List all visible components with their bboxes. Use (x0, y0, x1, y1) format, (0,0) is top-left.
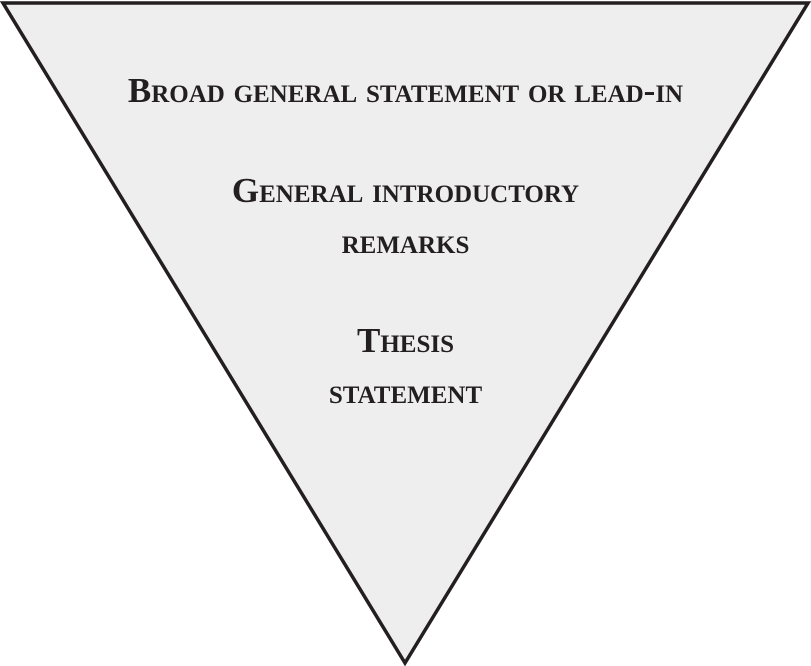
introductory-remarks-label-line2: remarks (341, 222, 470, 261)
introductory-remarks-label-line1: General introductory (231, 171, 580, 210)
thesis-statement-label-line2: statement (328, 372, 483, 411)
lead-in-label: Broad general statement or lead-in (127, 71, 684, 110)
thesis-statement-label-line1: Thesis (356, 321, 454, 360)
